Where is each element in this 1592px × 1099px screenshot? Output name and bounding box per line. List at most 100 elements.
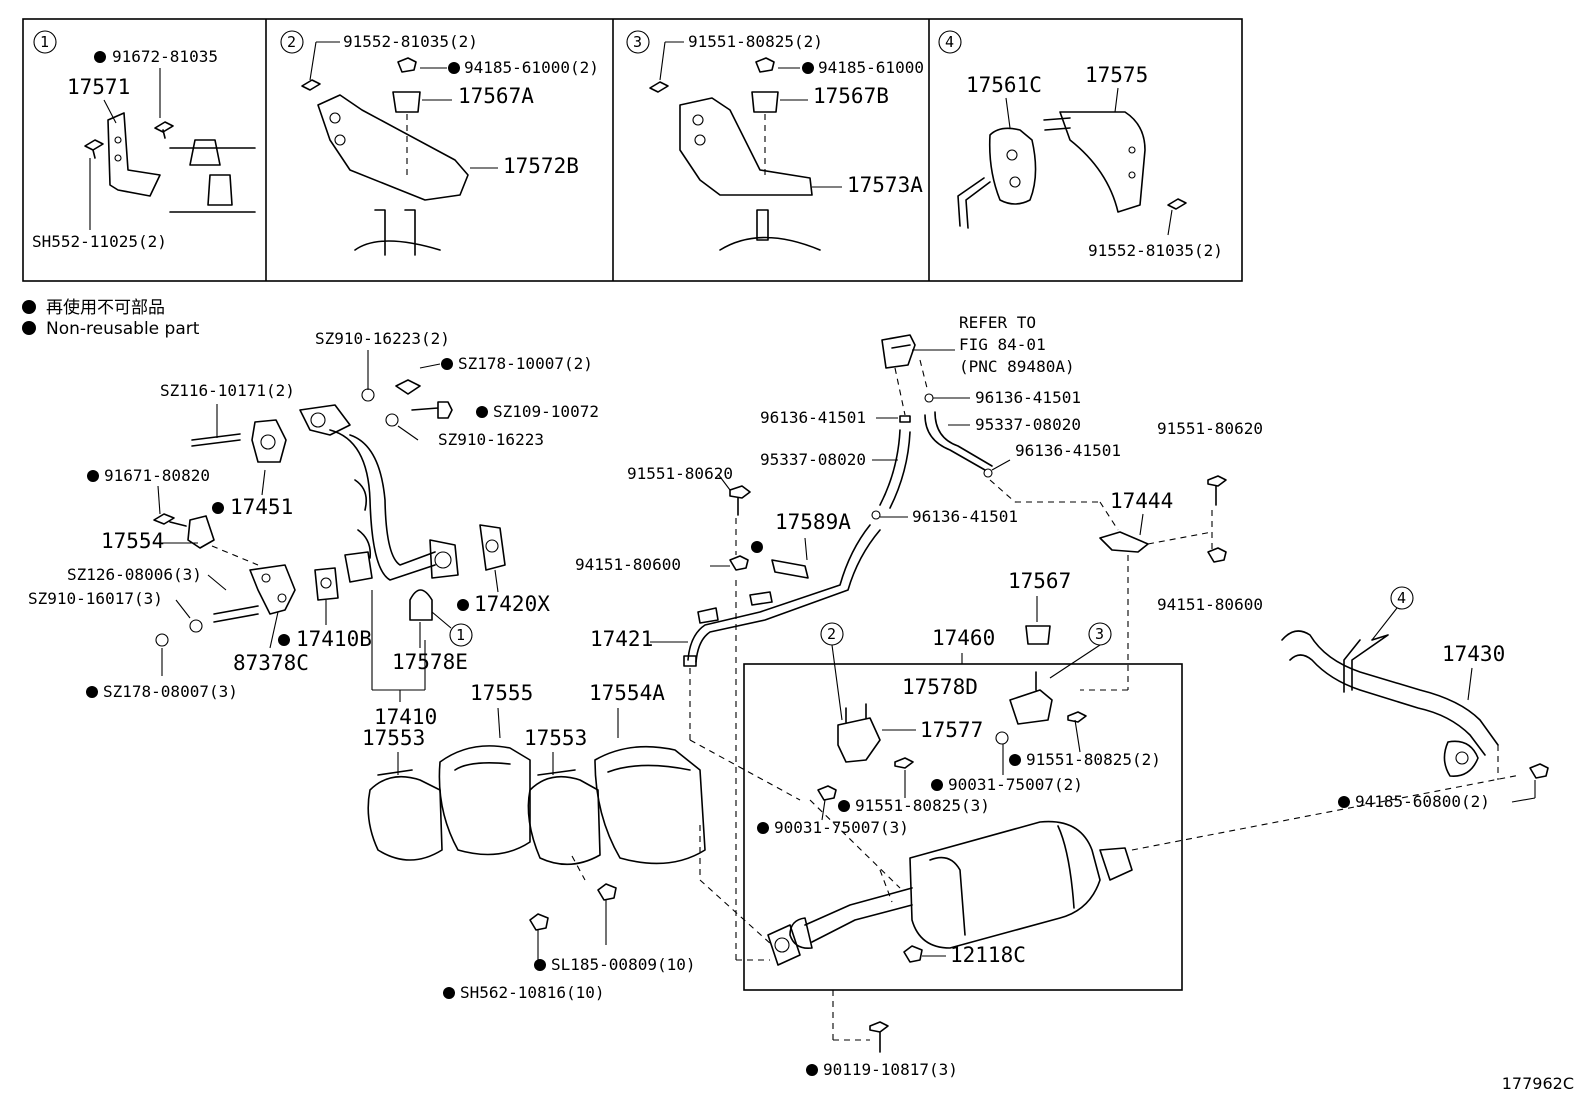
part-label: 17572B [503,154,579,178]
callout-2: 2 [827,625,836,643]
heat-shield-17555 [438,745,531,856]
bolt-icon [301,79,321,91]
inset-4: 4 17561C 17575 91552-81035(2) [938,30,1223,260]
hose-95337-lower [879,429,911,509]
inlet-flange-left [789,917,813,950]
refer-line2: FIG 84-01 [959,335,1046,354]
nut-icon [1529,763,1549,779]
bracket-17578d [1009,671,1053,725]
pipe-bracket [344,551,373,583]
part-label: SL185-00809(10) [551,955,696,974]
muffler-assembly-17460: 17460 2 3 17578D 17577 91551-80825(2) 90… [699,622,1183,991]
part-label: 17571 [67,75,130,99]
inset-2: 2 91552-81035(2) 94185-61000(2) 17567A 1… [280,30,599,256]
part-label: 17575 [1085,63,1148,87]
pipe-section [169,139,256,213]
front-pipe-flange [299,404,351,436]
pipe-clamp-17554 [187,515,215,549]
heat-insulator-87378c [249,564,296,615]
muffler-inlet-pipe [804,887,913,943]
part-label: SZ910-16223 [438,430,544,449]
nut-icon [903,945,923,963]
legend-japanese: 再使用不可部品 [22,293,165,318]
stud-bolt [213,605,259,623]
non-reusable-dot [534,959,546,971]
non-reusable-dot [931,779,943,791]
part-label: 91551-80825(2) [1026,750,1161,769]
muffler-outlet-flange [1099,847,1133,881]
part-label: 17430 [1442,642,1505,666]
figure-code: 177962C [1501,1074,1574,1093]
non-reusable-dot [1009,754,1021,766]
inset-3: 3 91551-80825(2) 94185-61000 17567B 1757… [626,30,924,251]
part-label: 94151-80600 [575,555,681,574]
bolt-icon [154,121,174,139]
hanger-bracket-17571 [107,112,161,197]
part-label: 17578E [392,650,468,674]
nut-icon [817,785,837,801]
nut-icon [755,57,775,73]
bolt-icon [1207,475,1227,506]
part-label: 90031-75007(3) [774,818,909,837]
rubber-mount-icon [751,91,779,113]
non-reusable-dot [757,822,769,834]
inset-3-number: 3 [633,33,642,51]
part-label: 96136-41501 [975,388,1081,407]
legend-jp-text: 再使用不可部品 [46,298,165,318]
part-label: 94185-61000(2) [464,58,599,77]
hanger-rod [1343,634,1389,693]
tail-pipe-group: 4 17430 94185-60800(2) [1131,586,1549,851]
part-label: SZ126-08006(3) [67,565,202,584]
part-label: 17567 [1008,569,1071,593]
part-label: 96136-41501 [1015,441,1121,460]
part-label: 91551-80825(3) [855,796,990,815]
bolt-icon [84,139,104,159]
part-label: 94185-60800(2) [1355,792,1490,811]
part-label: 17451 [230,495,293,519]
front-pipe-group: SZ910-16223(2) SZ178-10007(2) SZ116-1017… [28,329,599,729]
part-label: 87378C [233,651,309,675]
part-label: 17554A [589,681,665,705]
part-label: 17553 [524,726,587,750]
part-label: 95337-08020 [760,450,866,469]
part-label: SZ910-16017(3) [28,589,163,608]
part-label: SH552-11025(2) [32,232,167,251]
part-label: 94185-61000 [818,58,924,77]
part-label: 96136-41501 [912,507,1018,526]
part-label: 91552-81035(2) [343,32,478,51]
part-label: 91551-80620 [1157,419,1263,438]
part-label: 90119-10817(3) [823,1060,958,1079]
part-label: 17573A [847,173,923,197]
part-label: 17555 [470,681,533,705]
part-label: 95337-08020 [975,415,1081,434]
bottom-fastener: 90119-10817(3) [806,990,958,1079]
front-pipe-17410 [329,429,436,581]
muffler-seam [929,856,966,936]
bolt-icon [529,913,549,931]
mount-stud [354,209,441,256]
non-reusable-dot [86,686,98,698]
bolt-icon [153,513,187,527]
inset-4-number: 4 [945,33,954,51]
part-label: 96136-41501 [760,408,866,427]
stud-bolt [191,433,241,447]
part-label: SZ178-10007(2) [458,354,593,373]
part-label: 17553 [362,726,425,750]
part-label: 17421 [590,627,653,651]
inlet-flange [767,924,801,966]
pipe-clamp-17589a [771,559,809,579]
hose-95337-upper [924,411,993,471]
non-reusable-dot-icon [22,300,36,314]
non-reusable-dot [457,599,469,611]
non-reusable-dot [806,1064,818,1076]
nut-icon [729,555,749,571]
part-label: 12118C [950,943,1026,967]
part-label: SH562-10816(10) [460,983,605,1002]
non-reusable-dot [448,62,460,74]
clamp-17578e [409,589,433,621]
bracket-17577 [837,703,881,763]
heat-shield-17553-front [367,769,443,861]
refer-line1: REFER TO [959,313,1036,332]
part-label: 91671-80820 [104,466,210,485]
